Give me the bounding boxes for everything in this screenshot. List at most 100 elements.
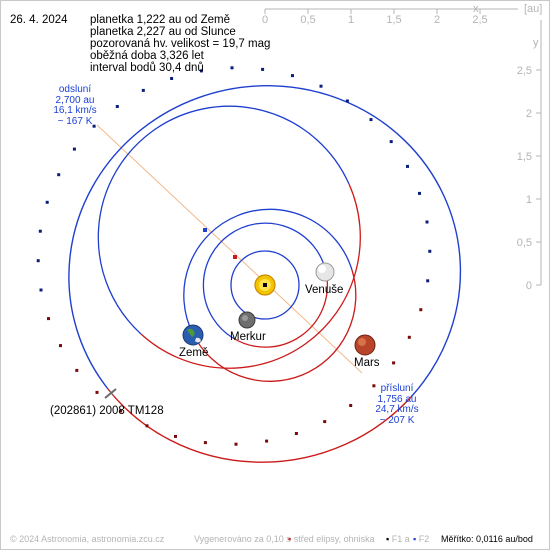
x-tick-label: 1 (348, 14, 354, 26)
asteroid-orbit (68, 85, 462, 463)
orbit-position-dot (199, 69, 203, 73)
perihelion-distance: 1,756 au (377, 393, 417, 405)
y-tick-label: 2,5 (517, 65, 532, 77)
x-tick-label: 1,5 (386, 14, 401, 26)
orbit-position-dot (36, 259, 40, 263)
orbit-position-dot (141, 88, 145, 92)
legend-center-text: střed elipsy, ohniska (293, 534, 375, 544)
earth-icon (182, 324, 204, 346)
date-label: 26. 4. 2024 (10, 14, 68, 26)
focus-f2-marker (203, 228, 207, 232)
orbit-position-dot (92, 124, 96, 128)
center-marker-icon: ▪ (288, 534, 292, 544)
orbit-position-dot (419, 308, 423, 312)
axis-unit: [au] (524, 3, 542, 15)
planet-orbits (97, 105, 361, 382)
perihelion-speed: 24,7 km/s (375, 404, 419, 415)
orbit-position-dot (294, 432, 298, 435)
x-tick-label: 2,5 (472, 14, 487, 26)
aphelion-distance: 2,700 au (55, 94, 95, 106)
legend-f2-text: F2 (418, 534, 430, 544)
orbit-position-dot (265, 439, 269, 443)
orbit-position-dot (389, 140, 393, 144)
x-tick-label: 0 (262, 14, 268, 26)
orbit-position-dot (39, 288, 43, 292)
venus-label: Venuše (305, 284, 344, 296)
y-axis: 2,5 2 1,5 1 0,5 0 y [au] (517, 3, 543, 292)
y-tick-label: 0 (526, 280, 532, 292)
footer-legend-f1: ▪ F1 a (386, 534, 410, 544)
ellipse-center-marker (233, 255, 237, 259)
orbit-position-dot (115, 105, 119, 108)
venus-orbit-red (232, 271, 329, 348)
orbit-position-dot (119, 409, 123, 413)
orbit-position-dot (369, 118, 373, 122)
x-tick-label: 2 (434, 14, 440, 26)
asteroid-icon (104, 388, 117, 399)
info-line: planetka 1,222 au od Země (90, 14, 231, 26)
perihelion-note: přísluní 1,756 au 24,7 km/s ~ 207 K (368, 383, 426, 426)
orbit-position-dot (406, 164, 409, 168)
mercury-icon (238, 311, 256, 329)
orbit-position-dot (426, 279, 430, 283)
earth-orbit-red (192, 269, 357, 382)
footer-legend-center: ▪ střed elipsy, ohniska (288, 534, 375, 544)
mars-icon (354, 334, 376, 356)
orbit-position-dot (75, 368, 79, 372)
orbit-position-dot (372, 384, 376, 388)
legend-f1-text: F1 a (391, 534, 410, 544)
y-tick-label: 1 (526, 194, 532, 206)
orbit-position-dot (345, 99, 349, 103)
orbit-position-dot (319, 84, 323, 88)
orbit-position-dot (349, 404, 353, 407)
orbit-position-dot (57, 173, 61, 177)
sun-icon (254, 274, 276, 296)
orbit-position-dot (203, 441, 207, 445)
orbit-position-dot (261, 67, 265, 71)
aphelion-speed: 16,1 km/s (53, 105, 97, 116)
mars-label: Mars (354, 357, 380, 369)
orbit-position-dot (428, 249, 432, 253)
orbit-position-dot (407, 335, 411, 339)
x-tick-label: 0,5 (300, 14, 315, 26)
orbit-position-dot (95, 390, 99, 394)
focus-f2-icon: ▪ (413, 534, 417, 544)
aphelion-title: odsluní (58, 84, 92, 95)
info-line: pozorovaná hv. velikost = 19,7 mag (90, 38, 271, 50)
orbit-position-dot (45, 200, 49, 204)
y-tick-label: 2 (526, 108, 532, 120)
mars-orbit-red (140, 183, 361, 369)
asteroid-label: (202861) 2008 TM128 (50, 405, 164, 417)
footer-legend-f2: ▪ F2 (413, 534, 429, 544)
apsis-line (96, 124, 363, 374)
earth-label: Země (179, 347, 209, 359)
orbit-position-dot (47, 317, 50, 321)
venus-orbit-blue (202, 222, 327, 339)
y-axis-label: y (533, 37, 539, 49)
orbit-position-dot (72, 147, 76, 151)
orbit-position-dot (291, 74, 294, 78)
asteroid-orbit-red (107, 388, 412, 463)
footer-copyright: © 2024 Astronomia, astronomia.zcu.cz (10, 534, 165, 544)
venus-icon (315, 262, 335, 282)
info-line: interval bodů 30,4 dnů (90, 62, 204, 74)
info-line: oběžná doba 3,326 let (90, 50, 204, 62)
x-axis: 0 0,5 1 1,5 2 2,5 x (262, 3, 518, 26)
mars-orbit-blue (97, 105, 350, 335)
x-axis-label: x (473, 3, 479, 15)
mercury-label: Merkur (230, 331, 266, 343)
orbit-position-dot (425, 220, 429, 224)
orbit-position-dot (145, 424, 149, 428)
asteroid-orbit-blue (68, 85, 462, 398)
orbit-position-dot (323, 420, 327, 424)
perihelion-temperature: ~ 207 K (379, 414, 415, 426)
perihelion-title: přísluní (380, 383, 414, 394)
asteroid-position-dots (36, 66, 432, 446)
footer-generated: Vygenerováno za 0,10 s (194, 534, 291, 544)
footer-scale: Měřítko: 0,0116 au/bod (441, 534, 533, 544)
focus-f1-icon: ▪ (386, 534, 390, 544)
earth-orbit-blue (183, 208, 353, 335)
orbit-position-dot (392, 361, 396, 365)
y-tick-label: 1,5 (517, 151, 532, 163)
